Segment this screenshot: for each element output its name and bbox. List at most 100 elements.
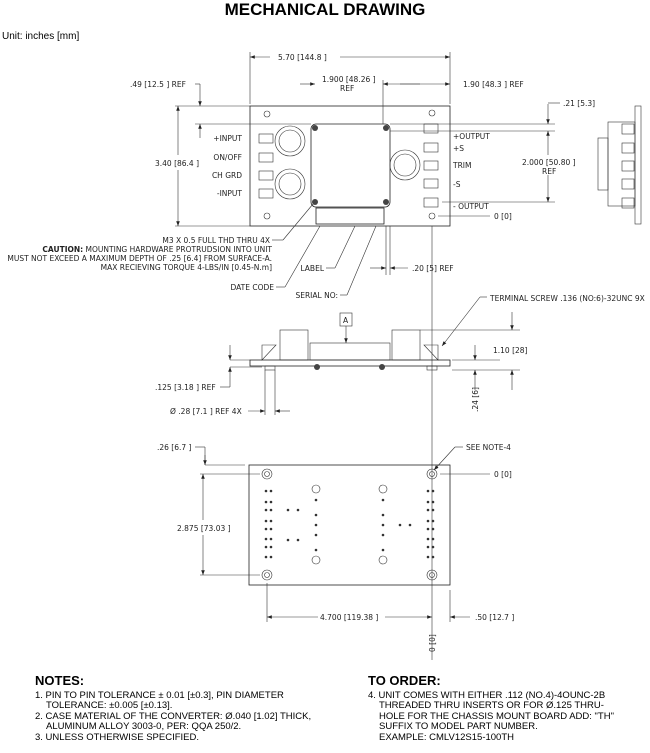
dim-height: 1.10 [28] <box>493 346 528 355</box>
pin-dot <box>264 527 268 531</box>
dim-right: .50 [12.7 ] <box>475 613 514 622</box>
pin-dot <box>264 545 268 549</box>
dim-right: 1.90 [48.3 ] REF <box>463 80 524 89</box>
dim-center-ref: REF <box>340 84 354 93</box>
label-callout: LABEL <box>300 264 324 273</box>
dim-center: 1.900 [48.26 ] <box>322 75 376 84</box>
pin-dot <box>269 519 273 523</box>
pin-label: +OUTPUT <box>453 132 490 141</box>
pin-dot <box>381 548 385 552</box>
pin-label: +INPUT <box>213 134 242 143</box>
dim-standoff: Ø .28 [7.1 ] REF 4X <box>170 407 242 416</box>
order-section: TO ORDER: 4. UNIT COMES WITH EITHER .112… <box>368 673 628 744</box>
units-label: Unit: inches [mm] <box>2 31 80 42</box>
page-title: MECHANICAL DRAWING <box>224 0 426 19</box>
dim-out-pitch: 2.000 [50.80 ] <box>522 158 576 167</box>
pin-label: - OUTPUT <box>453 202 489 211</box>
pin-dot <box>264 500 268 504</box>
dim-out-pitch-ref: REF <box>542 167 556 176</box>
pin-dot <box>431 519 435 523</box>
pin-label: TRIM <box>452 161 471 170</box>
pin-dot <box>426 519 430 523</box>
pin-dot <box>426 508 430 512</box>
pin-label: +S <box>453 144 464 153</box>
notes-heading: NOTES: <box>35 673 85 688</box>
caution-line-1: CAUTION: MOUNTING HARDWARE PROTRUDSION I… <box>42 245 272 254</box>
note-item: 1. PIN TO PIN TOLERANCE ± 0.01 [±0.3], P… <box>35 689 284 712</box>
pin-dot <box>269 555 273 559</box>
thread-callout: M3 X 0.5 FULL THD THRU 4X <box>162 236 270 245</box>
pin-dot <box>314 523 318 527</box>
pin-dot <box>426 489 430 493</box>
terminal-screw-callout: TERMINAL SCREW .136 (NO:6)-32UNC 9X <box>489 294 645 303</box>
pin-dot <box>314 548 318 552</box>
pin-dot <box>431 527 435 531</box>
pin-dot <box>426 555 430 559</box>
note-item: 2. CASE MATERIAL OF THE CONVERTER: Ø.040… <box>35 710 312 733</box>
pin-dot <box>381 498 385 502</box>
end-view <box>597 105 642 225</box>
pin-dot <box>431 537 435 541</box>
pin-dot <box>264 508 268 512</box>
dim-height: 3.40 [86.4 ] <box>155 159 199 168</box>
pin-label: CH GRD <box>212 171 242 180</box>
pin-dot <box>314 513 318 517</box>
pin-dot <box>426 537 430 541</box>
serial-no-callout: SERIAL NO: <box>295 291 338 300</box>
dim-top: .26 [6.7 ] <box>157 443 192 452</box>
pin-dot <box>426 527 430 531</box>
dim-top-offset: .49 [12.5 ] REF <box>130 80 186 89</box>
dim-zero-y: 0 [0] <box>494 470 512 479</box>
pin-dot <box>286 508 290 512</box>
pin-dot <box>431 489 435 493</box>
see-note-callout: SEE NOTE-4 <box>466 443 511 452</box>
pin-label: -S <box>453 180 461 189</box>
pin-dot <box>269 527 273 531</box>
top-view: +INPUT ON/OFF CH GRD -INPUT +OUTPUT +S T… <box>7 52 642 660</box>
order-example: EXAMPLE: CMLV12S15-100TH <box>379 731 514 743</box>
dim-height: 2.875 [73.03 ] <box>177 524 231 533</box>
pin-dot <box>381 533 385 537</box>
dim-out-offset: .21 [5.3] <box>563 99 595 108</box>
pin-dot <box>381 513 385 517</box>
pin-dot <box>431 555 435 559</box>
input-terminals <box>258 133 274 199</box>
caution-line-2: MUST NOT EXCEED A MAXIMUM DEPTH OF .25 [… <box>7 254 272 263</box>
pin-dot <box>426 500 430 504</box>
order-heading: TO ORDER: <box>368 673 441 688</box>
datum-a: A <box>343 316 349 325</box>
pin-dot <box>264 537 268 541</box>
pin-dot <box>286 538 290 542</box>
caution-line-3: MAX RECIEVING TORQUE 4-LBS/IN [0.45-N.m] <box>101 263 272 272</box>
pin-dot <box>426 545 430 549</box>
bottom-view: .26 [6.7 ] SEE NOTE-4 0 [0] 2.875 [73.03… <box>157 443 514 652</box>
pin-label: -INPUT <box>217 189 243 198</box>
dim-width: 4.700 [119.38 ] <box>320 613 378 622</box>
pin-dot <box>296 508 300 512</box>
pin-dot <box>264 489 268 493</box>
order-item: 4. UNIT COMES WITH EITHER .112 (NO.4)-4O… <box>368 689 614 733</box>
pin-dot <box>314 498 318 502</box>
side-view: A TERMINAL SCREW .136 (NO:6)-32UNC 9X 1.… <box>155 294 645 416</box>
module-case <box>310 123 391 208</box>
pin-dot <box>269 500 273 504</box>
output-terminals <box>423 123 439 208</box>
dim-plate: .125 [3.18 ] REF <box>155 383 216 392</box>
pin-dot <box>381 523 385 527</box>
pin-label: ON/OFF <box>213 153 242 162</box>
pin-dot <box>269 489 273 493</box>
pin-dot <box>314 533 318 537</box>
pin-dot <box>408 523 412 527</box>
pin-dot <box>431 545 435 549</box>
pin-dot <box>269 545 273 549</box>
note-item: 3. UNLESS OTHERWISE SPECIFIED. <box>35 731 200 743</box>
pin-dot <box>431 500 435 504</box>
dim-width: 5.70 [144.8 ] <box>278 53 327 62</box>
notes-section: NOTES: 1. PIN TO PIN TOLERANCE ± 0.01 [±… <box>35 673 335 744</box>
pin-dot <box>296 538 300 542</box>
dim-zero: 0 [0] <box>494 212 512 221</box>
dim-label-offset: .20 [5] REF <box>412 264 454 273</box>
pin-dot <box>269 537 273 541</box>
date-code-callout: DATE CODE <box>230 283 274 292</box>
